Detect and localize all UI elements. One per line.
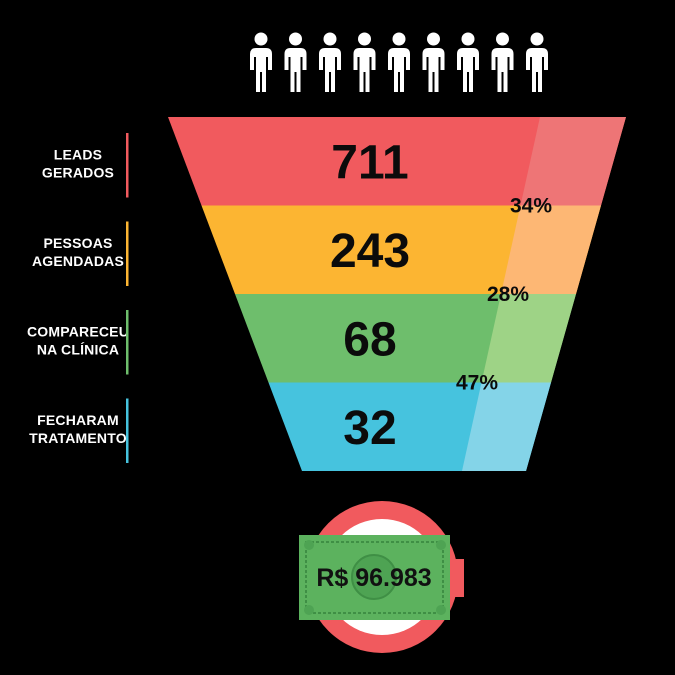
stage-label-line: COMPARECEU xyxy=(27,323,129,339)
stage-label-line: NA CLÍNICA xyxy=(37,341,119,357)
stage-conversion: 34% xyxy=(510,195,552,218)
stage-value: 243 xyxy=(330,225,410,278)
person-icon xyxy=(457,32,479,92)
stage-conversion: 28% xyxy=(487,283,529,306)
people-icons-row xyxy=(250,32,548,92)
person-icon xyxy=(422,32,445,92)
person-icon xyxy=(526,32,548,92)
stage-value: 711 xyxy=(331,136,408,189)
funnel-stage: 68 28% xyxy=(235,283,576,383)
person-icon xyxy=(284,32,307,92)
stage-label-bar xyxy=(126,398,129,463)
funnel-band xyxy=(201,205,601,294)
funnel-band-highlight xyxy=(501,205,601,294)
funnel-band-highlight xyxy=(520,117,626,206)
person-icon xyxy=(250,32,272,92)
stage-value: 32 xyxy=(343,402,396,455)
stage-value: 68 xyxy=(343,313,396,366)
stage-label: FECHARAM TRATAMENTO xyxy=(29,398,129,463)
person-icon xyxy=(491,32,514,92)
revenue-amount: R$ 96.983 xyxy=(316,564,431,592)
stage-label-line: PESSOAS xyxy=(43,235,112,251)
stage-label-bar xyxy=(126,133,129,198)
stage-label-bar xyxy=(126,310,129,375)
funnel-stage: 32 47% xyxy=(268,372,551,471)
stage-labels: LEADS GERADOS PESSOAS AGENDADAS COMPARECEU NA… xyxy=(27,133,129,463)
funnel-band-highlight xyxy=(462,382,551,471)
person-icon xyxy=(319,32,341,92)
stage-label-bar xyxy=(126,221,129,286)
stage-label-line: TRATAMENTO xyxy=(29,430,127,446)
stage-conversion: 47% xyxy=(456,372,498,395)
funnel-band-highlight xyxy=(481,294,576,383)
funnel: 711 243 34% 68 28% 32 47% xyxy=(168,117,626,471)
stage-label: LEADS GERADOS xyxy=(42,133,129,198)
funnel-stage: 243 34% xyxy=(201,195,601,294)
stage-label: COMPARECEU NA CLÍNICA xyxy=(27,310,129,375)
funnel-stage: 711 xyxy=(168,117,626,206)
stage-label-line: LEADS xyxy=(54,146,102,162)
funnel-band xyxy=(168,117,626,206)
stage-label: PESSOAS AGENDADAS xyxy=(32,221,129,286)
stage-label-line: AGENDADAS xyxy=(32,253,124,269)
stage-label-line: FECHARAM xyxy=(37,412,119,428)
person-icon xyxy=(353,32,376,92)
revenue-badge: R$ 96.983 xyxy=(299,501,464,653)
person-icon xyxy=(388,32,410,92)
stage-label-line: GERADOS xyxy=(42,164,114,180)
money-bill-icon xyxy=(299,535,450,620)
